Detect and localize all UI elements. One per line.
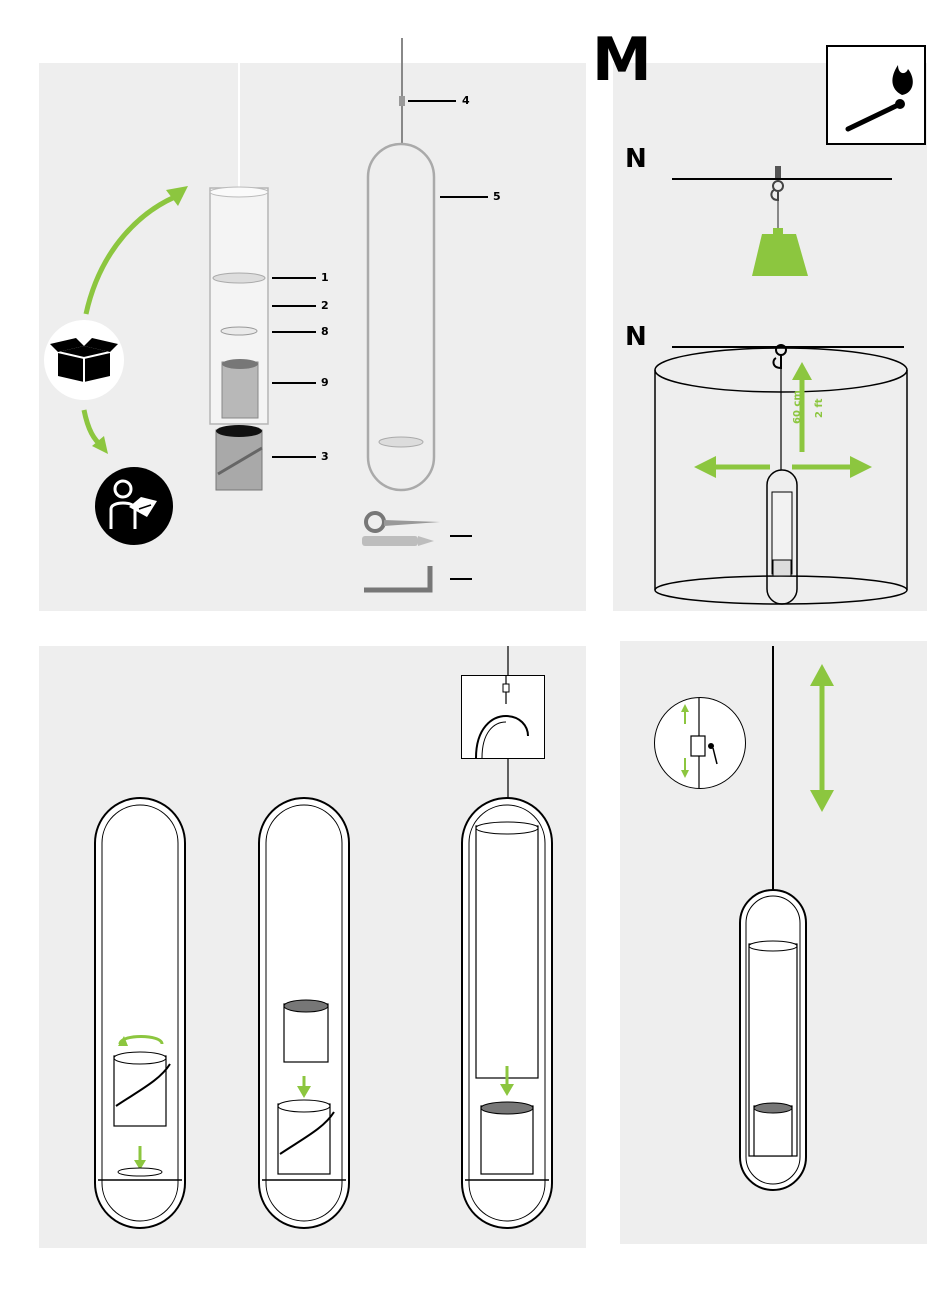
hardware-set xyxy=(362,513,440,590)
assembly-step-1 xyxy=(95,798,185,1228)
callout-5: 5 xyxy=(493,191,501,203)
assembly-step-3 xyxy=(462,798,552,1228)
weight-icon xyxy=(752,228,808,276)
clearance-imperial-label: 2 ft xyxy=(814,398,825,418)
callout-4: 4 xyxy=(462,95,470,107)
adjusted-fire-tube xyxy=(740,646,806,1190)
callout-2: 2 xyxy=(321,300,329,312)
callout-1: 1 xyxy=(321,272,329,284)
callout-9: 9 xyxy=(321,377,329,389)
callout-8: 8 xyxy=(321,326,329,338)
height-arrow xyxy=(810,664,834,812)
assembly-step-2 xyxy=(259,798,349,1228)
ceiling-hook-icon xyxy=(771,166,783,228)
exploded-fire-tube xyxy=(210,187,268,490)
wire-adjuster-detail xyxy=(654,697,746,789)
callout-3: 3 xyxy=(321,451,329,463)
wire-clamp-detail xyxy=(461,675,545,759)
clearance-arrows xyxy=(694,362,872,478)
ceiling-hook-b xyxy=(767,345,797,604)
clearance-metric-label: 60 cm xyxy=(792,390,803,424)
hanging-frame xyxy=(368,38,434,490)
